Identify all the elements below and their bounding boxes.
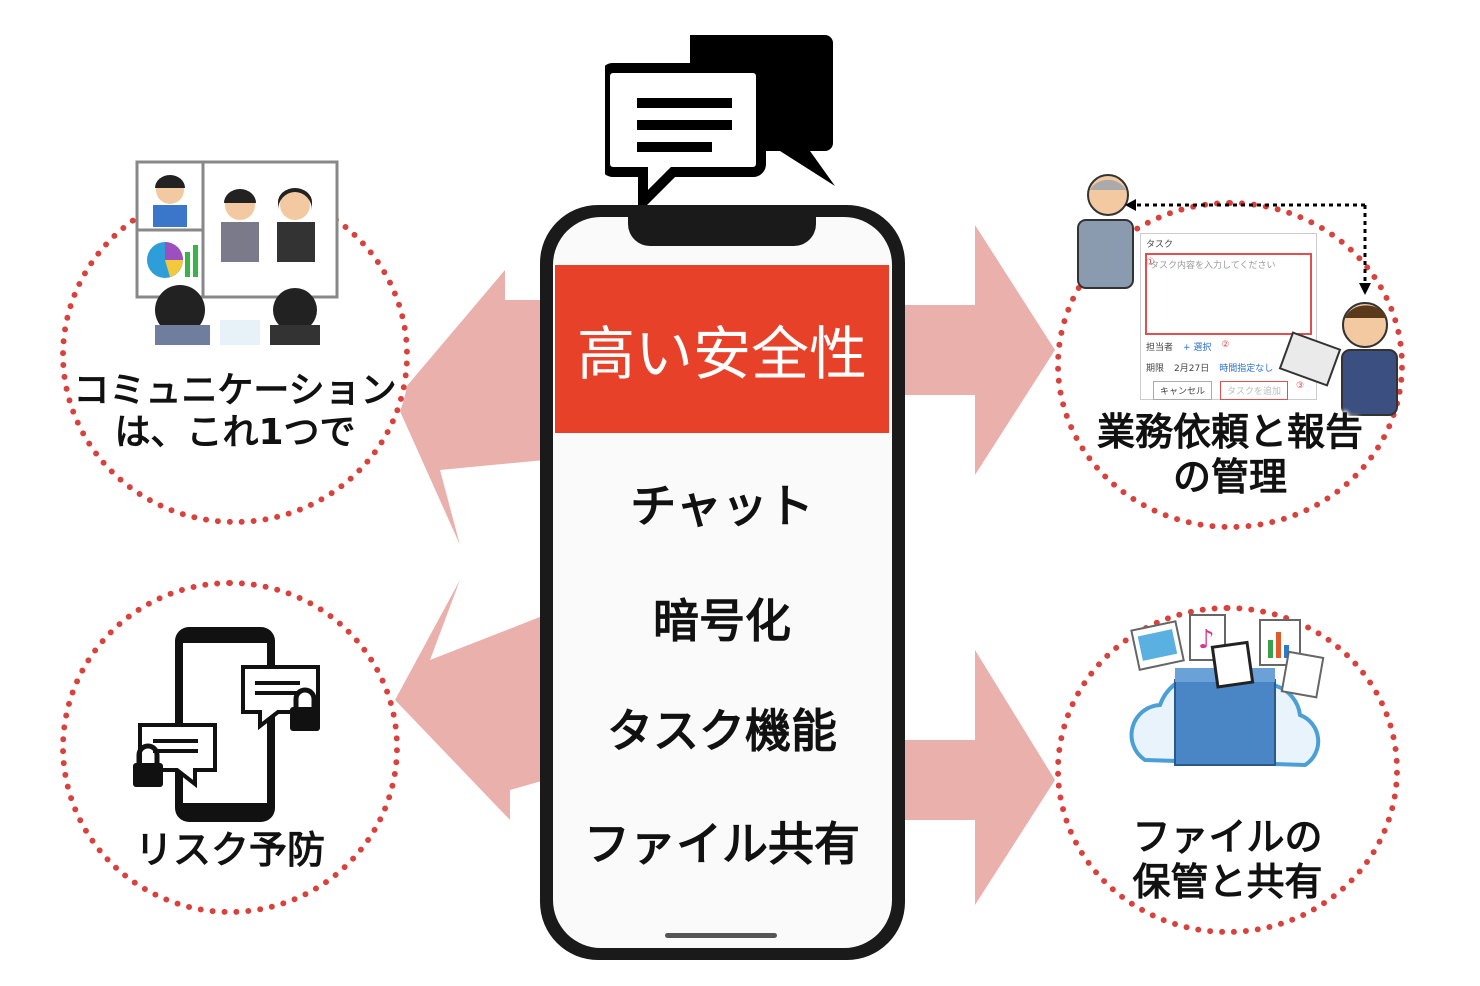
file-label-line2: 保管と共有 <box>1132 859 1323 904</box>
svg-text:♪: ♪ <box>1198 625 1215 655</box>
task-content-input[interactable]: タスク内容を入力してください <box>1145 253 1312 335</box>
home-indicator <box>665 933 777 938</box>
video-meeting-illustration <box>135 160 339 345</box>
file-label: ファイルの 保管と共有 <box>1055 815 1400 905</box>
arrow-to-risk <box>395 580 545 820</box>
lock-icon <box>290 687 320 731</box>
task-label: 業務依頼と報告 の管理 <box>1055 410 1405 500</box>
feature-task: タスク機能 <box>607 704 837 758</box>
marker-3: ③ <box>1295 381 1305 391</box>
task-form: タスク タスク内容を入力してください 担当者 + 選択 ② 期限 2月27日 時… <box>1140 233 1317 400</box>
chat-bubbles-icon <box>605 35 835 205</box>
video-file-icon <box>1210 640 1255 689</box>
marker-2: ② <box>1221 340 1230 350</box>
locked-phone-illustration <box>133 627 320 822</box>
task-label-line2: の管理 <box>1172 454 1287 499</box>
marker-1: ① <box>1146 257 1155 268</box>
task-label-line1: 業務依頼と報告 <box>1096 410 1363 454</box>
time-setting[interactable]: 時間指定なし <box>1219 364 1274 374</box>
phone-notch <box>628 210 816 246</box>
file-label-line1: ファイルの <box>1132 815 1323 859</box>
feature-encryption: 暗号化 <box>653 594 791 648</box>
risk-label: リスク予防 <box>134 828 325 872</box>
arrow-to-file <box>895 650 1055 905</box>
deadline-label: 期限 <box>1146 364 1165 374</box>
assignee-label: 担当者 <box>1146 343 1174 353</box>
feature-file-share: ファイル共有 <box>584 817 860 871</box>
image-file-icon <box>1130 620 1185 671</box>
arrow-to-task <box>895 225 1055 475</box>
communication-label: コミュニケーション は、これ1つで <box>45 370 425 455</box>
headline-banner: 高い安全性 <box>555 265 889 433</box>
feature-chat: チャット <box>630 479 814 533</box>
cloud-storage-illustration: ♪ <box>1129 614 1325 768</box>
document-file-icon <box>1280 650 1325 699</box>
arrow-to-communication <box>395 270 545 545</box>
add-task-button[interactable]: タスクを追加 <box>1219 381 1288 400</box>
task-form-title: タスク <box>1146 240 1174 250</box>
cancel-button[interactable]: キャンセル <box>1152 381 1212 400</box>
headline-text: 高い安全性 <box>576 320 867 388</box>
lock-icon <box>133 743 163 787</box>
communication-label-line1: コミュニケーション <box>73 370 397 411</box>
communication-label-line2: は、これ1つで <box>114 412 356 454</box>
select-assignee-link[interactable]: + 選択 <box>1183 343 1212 353</box>
manager-and-staff-illustration <box>1077 174 1398 416</box>
task-content-placeholder: タスク内容を入力してください <box>1150 261 1276 271</box>
deadline-value: 2月27日 <box>1174 364 1210 374</box>
